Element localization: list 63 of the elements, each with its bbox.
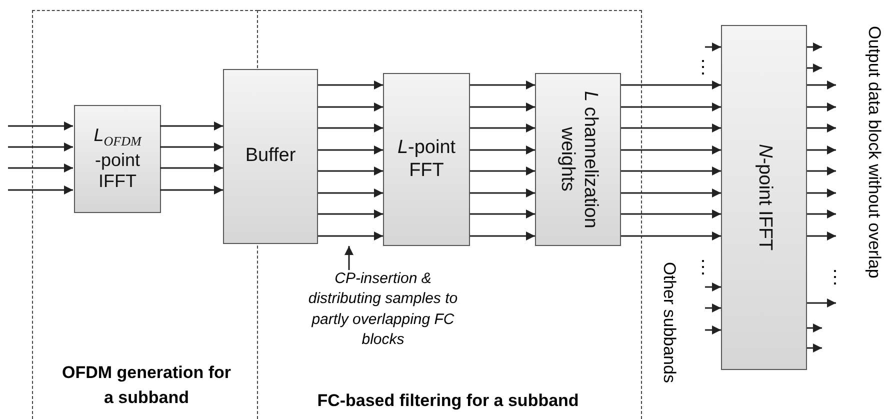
arrow <box>8 142 73 152</box>
process-block: Buffer <box>223 69 318 244</box>
arrow <box>621 102 721 112</box>
arrow <box>807 124 836 132</box>
arrow <box>705 282 721 292</box>
arrow <box>8 164 73 172</box>
arrow <box>470 232 535 240</box>
ellipsis: ⋮ <box>826 268 844 286</box>
arrow <box>318 102 383 112</box>
arrow <box>621 232 721 240</box>
arrow <box>470 80 535 90</box>
region-title: OFDM generation for a subband <box>60 362 232 409</box>
arrow <box>705 304 721 312</box>
arrow <box>318 80 383 90</box>
process-block: N-point IFFT <box>721 25 807 370</box>
process-block: L-point FFT <box>383 73 470 246</box>
arrow <box>160 186 223 194</box>
arrow <box>621 210 721 218</box>
side-label: Output data block without overlap <box>866 26 883 278</box>
arrow <box>807 188 836 198</box>
annotation-text: CP-insertion & distributing samples to partly overlapping FC blocks <box>307 269 459 350</box>
arrow <box>470 102 535 112</box>
arrow <box>470 146 535 154</box>
arrow <box>318 232 383 240</box>
process-block: L$_{OFDM}$ -point IFFT <box>74 105 161 213</box>
leader-arrow <box>344 246 354 270</box>
arrow <box>318 188 383 198</box>
arrow <box>470 124 535 132</box>
arrow <box>807 42 822 52</box>
arrow <box>705 326 721 334</box>
arrow <box>621 166 721 176</box>
region-title: FC-based filtering for a subband <box>316 390 580 412</box>
side-label: Other subbands <box>661 262 678 383</box>
arrow <box>318 124 383 132</box>
arrow <box>160 122 223 130</box>
arrow <box>470 188 535 198</box>
arrow <box>160 142 223 152</box>
process-block: L channelization weights <box>535 73 621 246</box>
arrow <box>621 146 721 154</box>
arrow <box>470 210 535 218</box>
ellipsis: ⋮ <box>694 258 712 276</box>
arrow <box>807 166 836 176</box>
arrow <box>807 64 822 72</box>
arrow <box>807 298 836 308</box>
arrow <box>8 186 73 194</box>
arrow <box>807 324 822 332</box>
arrow <box>807 210 836 218</box>
arrow <box>705 42 721 52</box>
arrow <box>807 232 836 240</box>
arrow <box>8 122 73 130</box>
ellipsis: ⋮ <box>694 58 712 76</box>
arrow <box>470 166 535 176</box>
arrow <box>621 124 721 132</box>
arrow <box>160 164 223 172</box>
arrow <box>318 210 383 218</box>
arrow <box>318 166 383 176</box>
arrow <box>621 188 721 198</box>
arrow <box>807 80 836 90</box>
arrow <box>318 146 383 154</box>
arrow <box>807 344 822 352</box>
arrow <box>621 80 721 90</box>
arrow <box>807 102 836 112</box>
arrow <box>807 146 836 154</box>
